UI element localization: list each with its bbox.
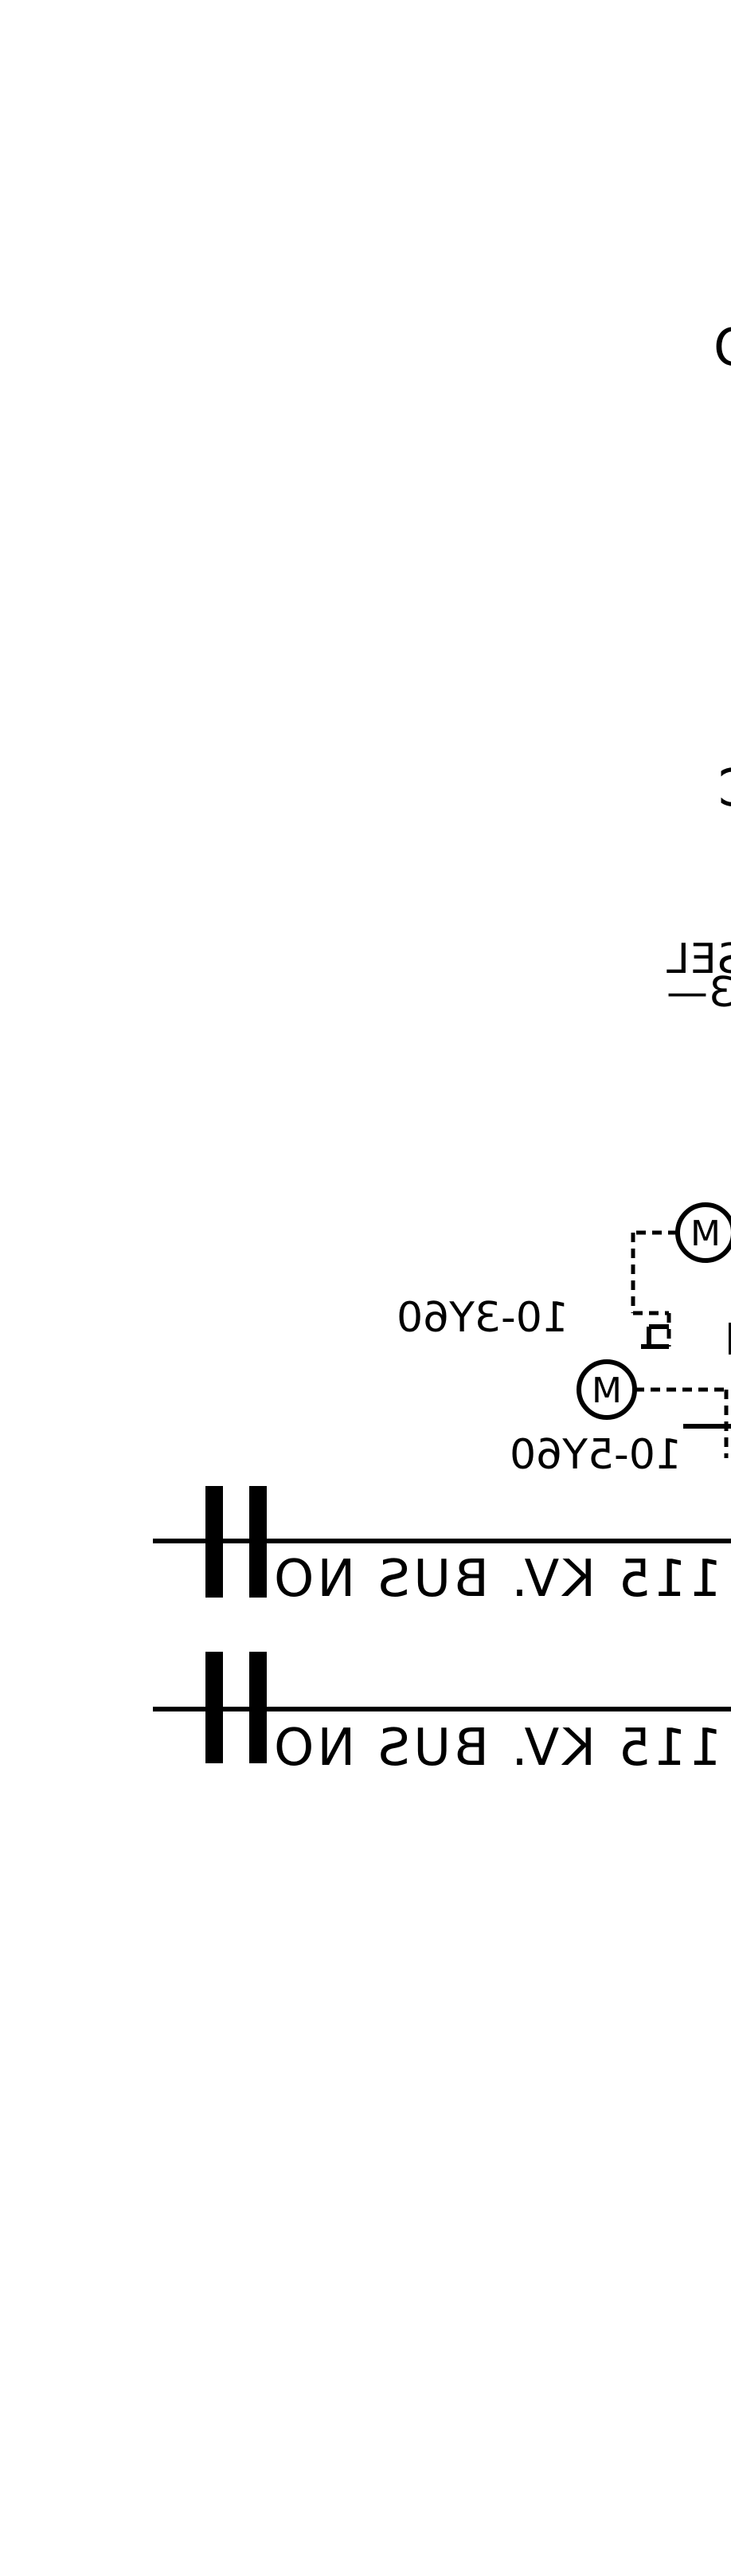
partial-label-mid: C [715,759,731,818]
bus-2-terminal-right [249,1652,267,1763]
switch-label-lower: 10-5Y60 [510,1431,682,1479]
dashed-linkage-upper [631,1230,678,1347]
bus-2-terminal-left [205,1652,223,1763]
bus-2 [153,1652,731,1763]
bus-1-label: 115 KV. BUS NO [271,1550,722,1609]
bus-1-terminal-left [205,1486,223,1598]
motor-label-upper: M [690,1214,721,1254]
motor-operator-lower: M [577,1359,637,1420]
switch-label-upper: 10-3Y60 [397,1294,569,1342]
bus-1-terminal-right [249,1486,267,1598]
switch-bracket-upper [641,1324,669,1349]
bus-2-label: 115 KV. BUS NO [271,1719,722,1778]
partial-label-top: O [710,319,731,378]
sel-label-line-2: 3— [666,969,731,1017]
motor-label-lower: M [592,1370,622,1411]
motor-operator-upper: M [675,1202,731,1263]
bus-1 [153,1486,731,1598]
